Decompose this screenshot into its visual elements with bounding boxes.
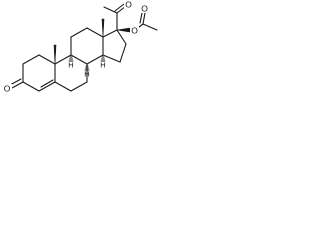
bond-c8-c9 [70,54,88,65]
bond-c20-o-double [114,3,125,12]
bond-c5-c6 [54,81,72,92]
h-c8-label: H [84,70,89,79]
acetate-group [116,12,158,33]
bond-c17-c13 [102,29,118,38]
acetyl-group [103,3,127,31]
c10-methyl-wedge [53,44,57,65]
ester-carbonyl-oxygen-label: O [141,4,148,14]
bond-c3-c4 [22,81,40,92]
bond-c1-c2 [22,54,40,65]
bond-c11-c12 [70,27,88,38]
bond-c4-c5 [38,81,56,92]
ring-c [70,27,104,65]
bond-c4-c5-double [40,79,54,88]
ring-a [22,54,56,92]
bond-c15-c16 [119,43,127,63]
stereo-hydrogens: H H H [68,56,106,79]
bond-c9-c10 [54,54,72,65]
bond-c6-c7 [70,81,88,92]
bond-c16-c17 [116,29,127,45]
ring-b [54,54,88,92]
c13-methyl-wedge [101,18,105,38]
h-c9-label: H [68,61,73,70]
c17-oxygen-wedge [116,27,131,33]
bond-c20-c21 [103,6,118,14]
atom-labels: O O O O [3,0,149,94]
bond-acyl-carbonyl [142,12,146,25]
h-c14-label: H [100,61,105,70]
molecule-drawing: H H H O O O O [3,0,158,94]
ester-ring-oxygen-label: O [131,26,138,36]
bond-c3-o [11,81,24,89]
chemical-structure-diagram: H H H O O O O [0,0,167,103]
bond-c14-c15 [102,54,121,63]
bond-c14-c8 [86,54,104,65]
ketone-oxygen-label: O [4,84,11,94]
bond-acyl-methyl [142,23,158,31]
bond-c12-c13 [86,27,104,38]
ring-d [102,29,127,63]
acetyl-oxygen-label: O [125,0,132,10]
bond-c10-c1 [38,54,56,65]
bond-acyl-carbonyl-double [139,12,143,24]
